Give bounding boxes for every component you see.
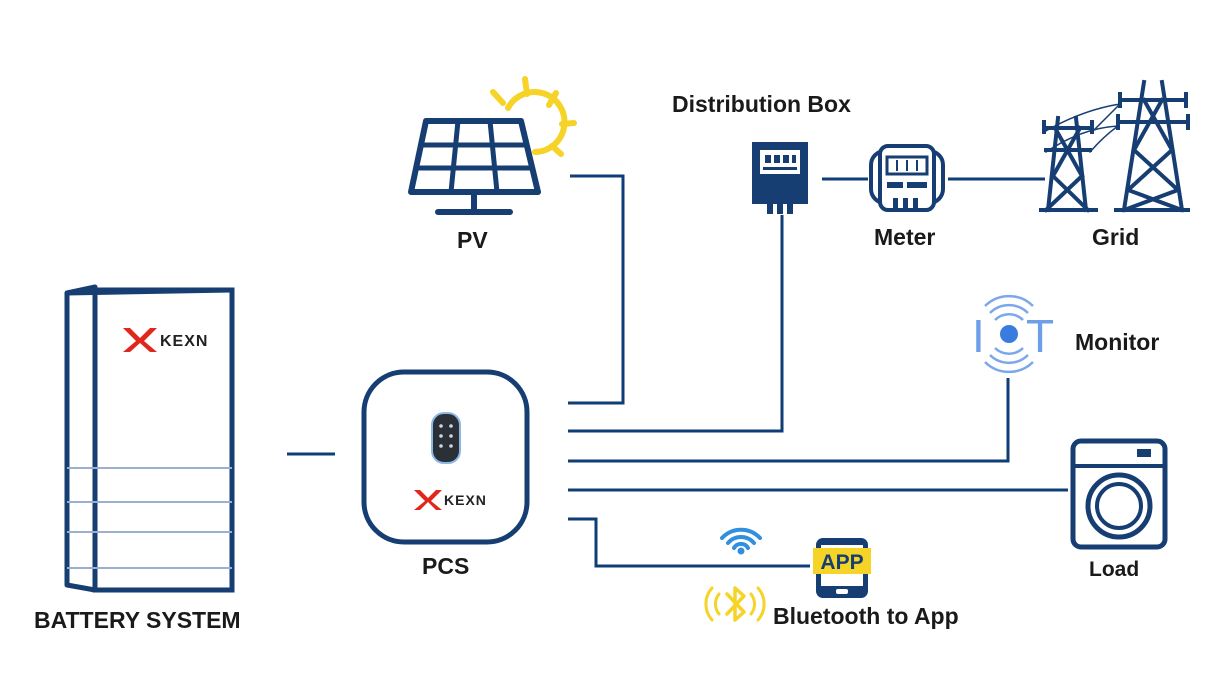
grid-towers-icon xyxy=(1039,79,1190,213)
distribution-box-line xyxy=(568,215,784,433)
bluetooth-icon xyxy=(704,586,766,622)
app-line xyxy=(568,517,810,568)
label-bluetooth-to-app: Bluetooth to App xyxy=(773,603,959,629)
label-distribution-box: Distribution Box xyxy=(672,91,851,117)
connection-lines xyxy=(287,174,1068,568)
label-pcs: PCS xyxy=(422,553,470,579)
battery-system-icon: KEXN xyxy=(64,284,235,593)
sun-icon xyxy=(490,76,577,157)
pv-line xyxy=(568,174,625,405)
label-battery-system: BATTERY SYSTEM xyxy=(34,607,241,633)
brand-text-battery: KEXN xyxy=(160,333,208,350)
meter-icon xyxy=(869,144,945,212)
kexn-logo-battery xyxy=(123,328,157,352)
washing-machine-icon xyxy=(1070,438,1168,550)
pcs-icon: KEXN xyxy=(361,369,530,545)
iot-letter-t: T xyxy=(1026,310,1054,362)
distribution-box-icon xyxy=(752,142,808,214)
label-grid: Grid xyxy=(1092,224,1140,250)
label-pv: PV xyxy=(457,227,488,253)
brand-text-pcs: KEXN xyxy=(444,492,487,508)
kexn-logo-pcs xyxy=(414,490,442,510)
monitor-line xyxy=(568,378,1010,463)
label-meter: Meter xyxy=(874,224,936,250)
app-badge-text: APP xyxy=(820,551,863,574)
app-phone-icon: APP xyxy=(813,538,871,598)
pcs-display xyxy=(431,412,461,464)
solar-panel-icon xyxy=(408,118,541,215)
label-monitor: Monitor xyxy=(1075,329,1160,355)
wifi-icon xyxy=(720,527,762,555)
label-load: Load xyxy=(1089,558,1140,581)
iot-monitor-icon: I T xyxy=(972,294,1054,374)
iot-letter-i: I xyxy=(972,310,985,362)
